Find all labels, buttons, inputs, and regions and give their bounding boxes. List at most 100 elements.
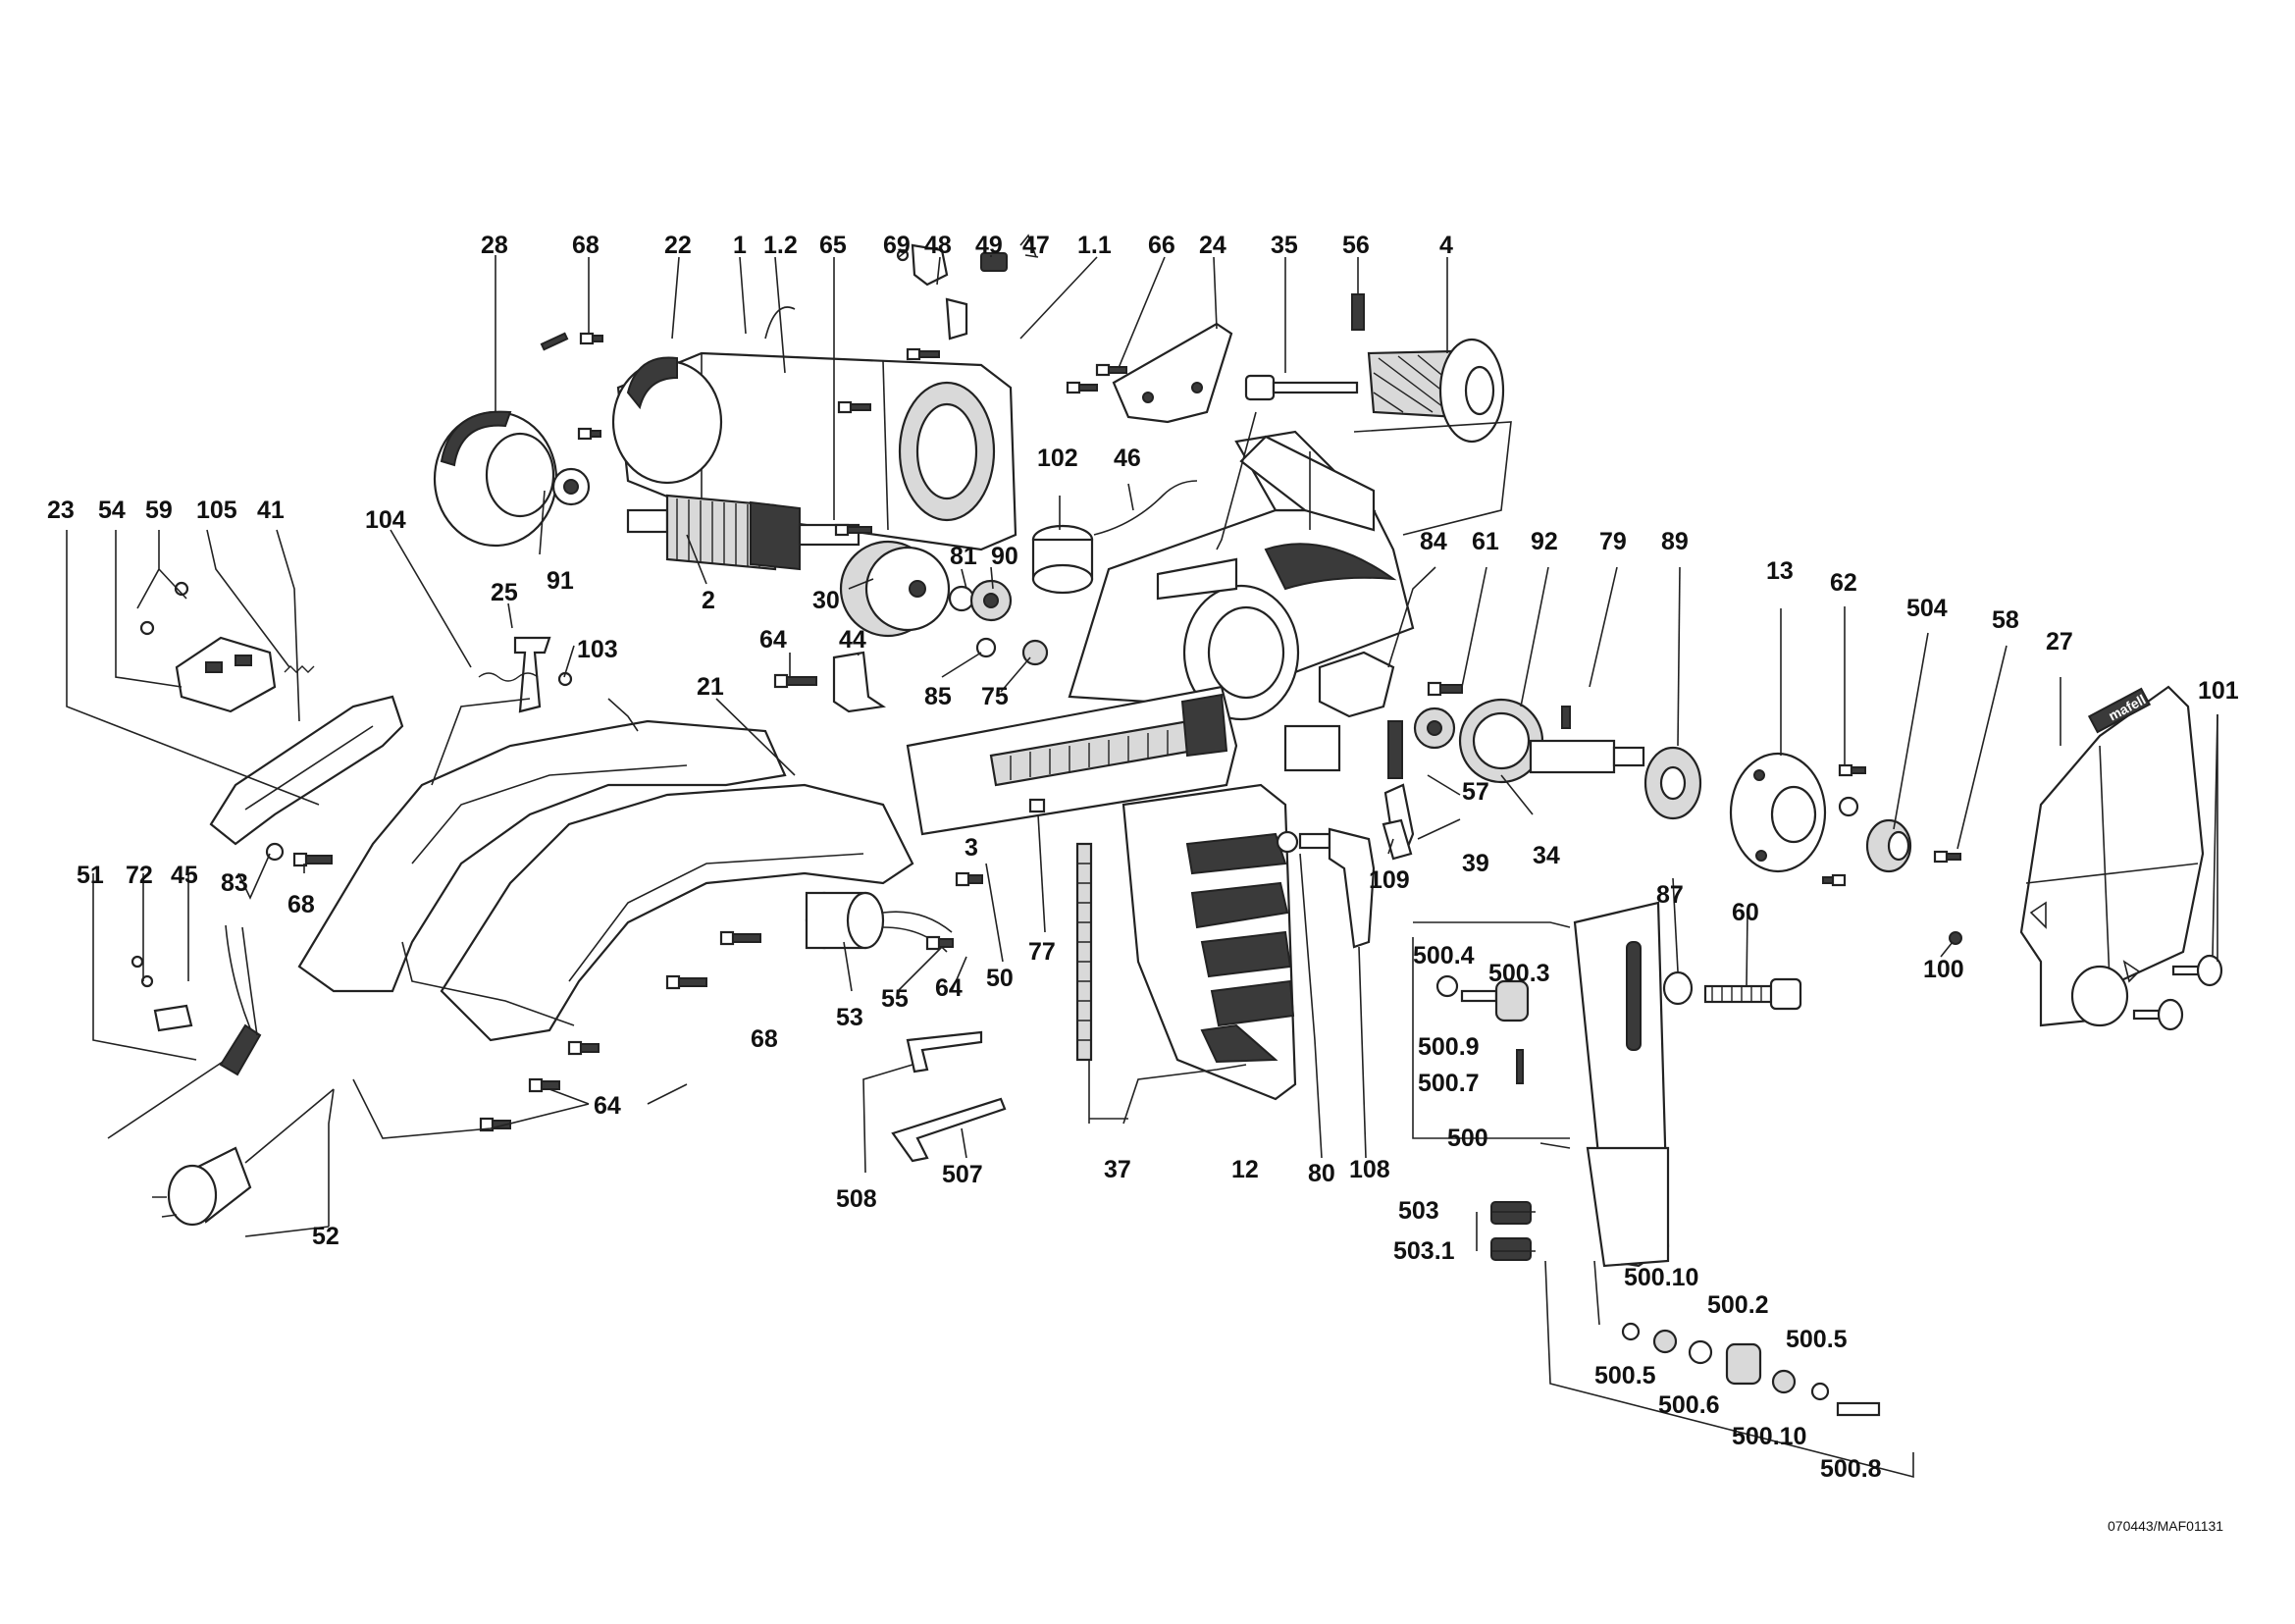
part-number-label: 89	[1661, 528, 1689, 555]
part-number-label: 80	[1308, 1160, 1335, 1187]
part-108-clamp-lever	[1276, 827, 1376, 949]
part-number-label: 1.2	[763, 232, 798, 259]
part-12-cover	[1121, 783, 1297, 1101]
part-500-2-roller	[1725, 1342, 1762, 1386]
drawing-reference: 070443/MAF01131	[2108, 1518, 2223, 1534]
part-number-label: 87	[1656, 881, 1684, 909]
leader-lines	[66, 249, 2218, 1479]
part-89-bearing	[1643, 746, 1702, 820]
part-30-gear	[839, 540, 951, 638]
part-101-knob	[2132, 954, 2223, 1031]
part-90-bearing	[948, 579, 1013, 622]
part-number-label: 64	[935, 974, 963, 1002]
part-number-label: 92	[1531, 528, 1558, 555]
part-500-8-axle	[1836, 1401, 1881, 1417]
part-number-label: 44	[839, 626, 866, 654]
part-number-label: 104	[365, 506, 406, 534]
part-100-ball	[1949, 931, 1962, 945]
part-503-clip	[1490, 1201, 1532, 1261]
part-number-label: 12	[1231, 1156, 1259, 1183]
part-3-gearbox-frame	[906, 430, 1415, 836]
part-number-label: 3	[965, 834, 978, 862]
part-number-labels: 28 68 22 1 1.2 65 69 48 49 47 1.1 66 24 …	[47, 232, 2239, 1483]
part-number-label: 64	[594, 1092, 621, 1120]
part-number-label: 45	[171, 862, 198, 889]
part-4-auxiliary-handle	[1367, 338, 1505, 444]
part-number-label: 49	[975, 232, 1003, 259]
part-number-label: 27	[2046, 628, 2073, 655]
part-84-riving-knife-bracket	[1318, 651, 1395, 718]
part-number-label: 41	[257, 497, 285, 524]
part-number-label: 53	[836, 1004, 863, 1031]
part-500-9-screw	[1460, 989, 1498, 1003]
part-37-cable-chain	[1075, 842, 1093, 1062]
part-500-10-ring-left	[1652, 1329, 1678, 1354]
part-number-label: 2	[702, 587, 715, 614]
part-104-spring	[478, 672, 539, 682]
part-number-label: 4	[1439, 232, 1453, 259]
part-number-label: 52	[312, 1223, 339, 1250]
part-number-label: 500.9	[1418, 1033, 1480, 1061]
part-number-label: 90	[991, 543, 1018, 570]
part-number-label: 39	[1462, 850, 1489, 877]
part-60-bolt	[1703, 977, 1802, 1011]
part-34-spindle-gear	[1458, 698, 1645, 784]
part-number-label: 500.4	[1413, 942, 1475, 969]
part-number-label: 69	[883, 232, 911, 259]
part-number-label: 101	[2198, 677, 2239, 705]
part-45-cable-clamp	[153, 1004, 193, 1032]
part-number-label: 56	[1342, 232, 1370, 259]
part-number-label: 24	[1199, 232, 1226, 259]
part-number-label: 22	[664, 232, 692, 259]
part-62-washer	[1838, 796, 1859, 817]
part-number-label: 23	[47, 497, 75, 524]
part-28-guard-ring	[433, 410, 558, 548]
part-number-label: 68	[287, 891, 315, 918]
part-21-handle-shell	[297, 719, 914, 1042]
part-number-label: 503.1	[1393, 1237, 1455, 1265]
part-number-label: 61	[1472, 528, 1499, 555]
part-51-cable-grommet	[107, 924, 262, 1139]
part-500-4-washer	[1435, 974, 1459, 998]
part-number-label: 30	[812, 587, 840, 614]
part-number-label: 1	[733, 232, 747, 259]
part-500-7-pin	[1516, 1049, 1524, 1084]
part-number-label: 83	[221, 869, 248, 897]
part-54-switch	[175, 636, 277, 713]
part-102-ring	[1031, 524, 1094, 595]
part-number-label: 500.6	[1658, 1391, 1720, 1419]
part-number-label: 503	[1398, 1197, 1439, 1225]
part-number-label: 48	[924, 232, 952, 259]
part-number-label: 500.7	[1418, 1070, 1480, 1097]
part-number-label: 500.10	[1624, 1264, 1698, 1291]
part-number-label: 109	[1369, 866, 1410, 894]
part-number-label: 54	[98, 497, 126, 524]
part-500-parallel-guide	[1573, 901, 1670, 1268]
part-507-hex-key	[891, 1097, 1007, 1163]
part-35-bolt	[1244, 374, 1359, 401]
part-79-key	[1561, 706, 1571, 729]
part-44-bracket	[832, 651, 887, 713]
part-number-label: 65	[819, 232, 847, 259]
part-number-label: 46	[1114, 445, 1141, 472]
part-number-label: 500.10	[1732, 1423, 1806, 1450]
part-number-label: 37	[1104, 1156, 1131, 1183]
part-number-label: 35	[1271, 232, 1298, 259]
part-500-6-ring	[1688, 1339, 1713, 1365]
part-number-label: 51	[77, 862, 104, 889]
part-number-label: 21	[697, 673, 724, 701]
part-number-label: 81	[950, 543, 977, 570]
part-56-set-screw	[1351, 293, 1365, 331]
part-500-5-washer-right	[1810, 1382, 1830, 1401]
part-number-label: 28	[481, 232, 508, 259]
part-number-label: 84	[1420, 528, 1447, 555]
part-number-label: 66	[1148, 232, 1175, 259]
part-1-motor-housing	[611, 306, 1017, 551]
part-508-hex-key	[906, 1030, 983, 1074]
part-number-label: 58	[1992, 606, 2019, 634]
part-number-label: 108	[1349, 1156, 1390, 1183]
part-500-10-ring-right	[1771, 1369, 1797, 1394]
part-number-label: 102	[1037, 445, 1078, 472]
part-number-label: 47	[1022, 232, 1050, 259]
part-number-label: 75	[981, 683, 1009, 710]
